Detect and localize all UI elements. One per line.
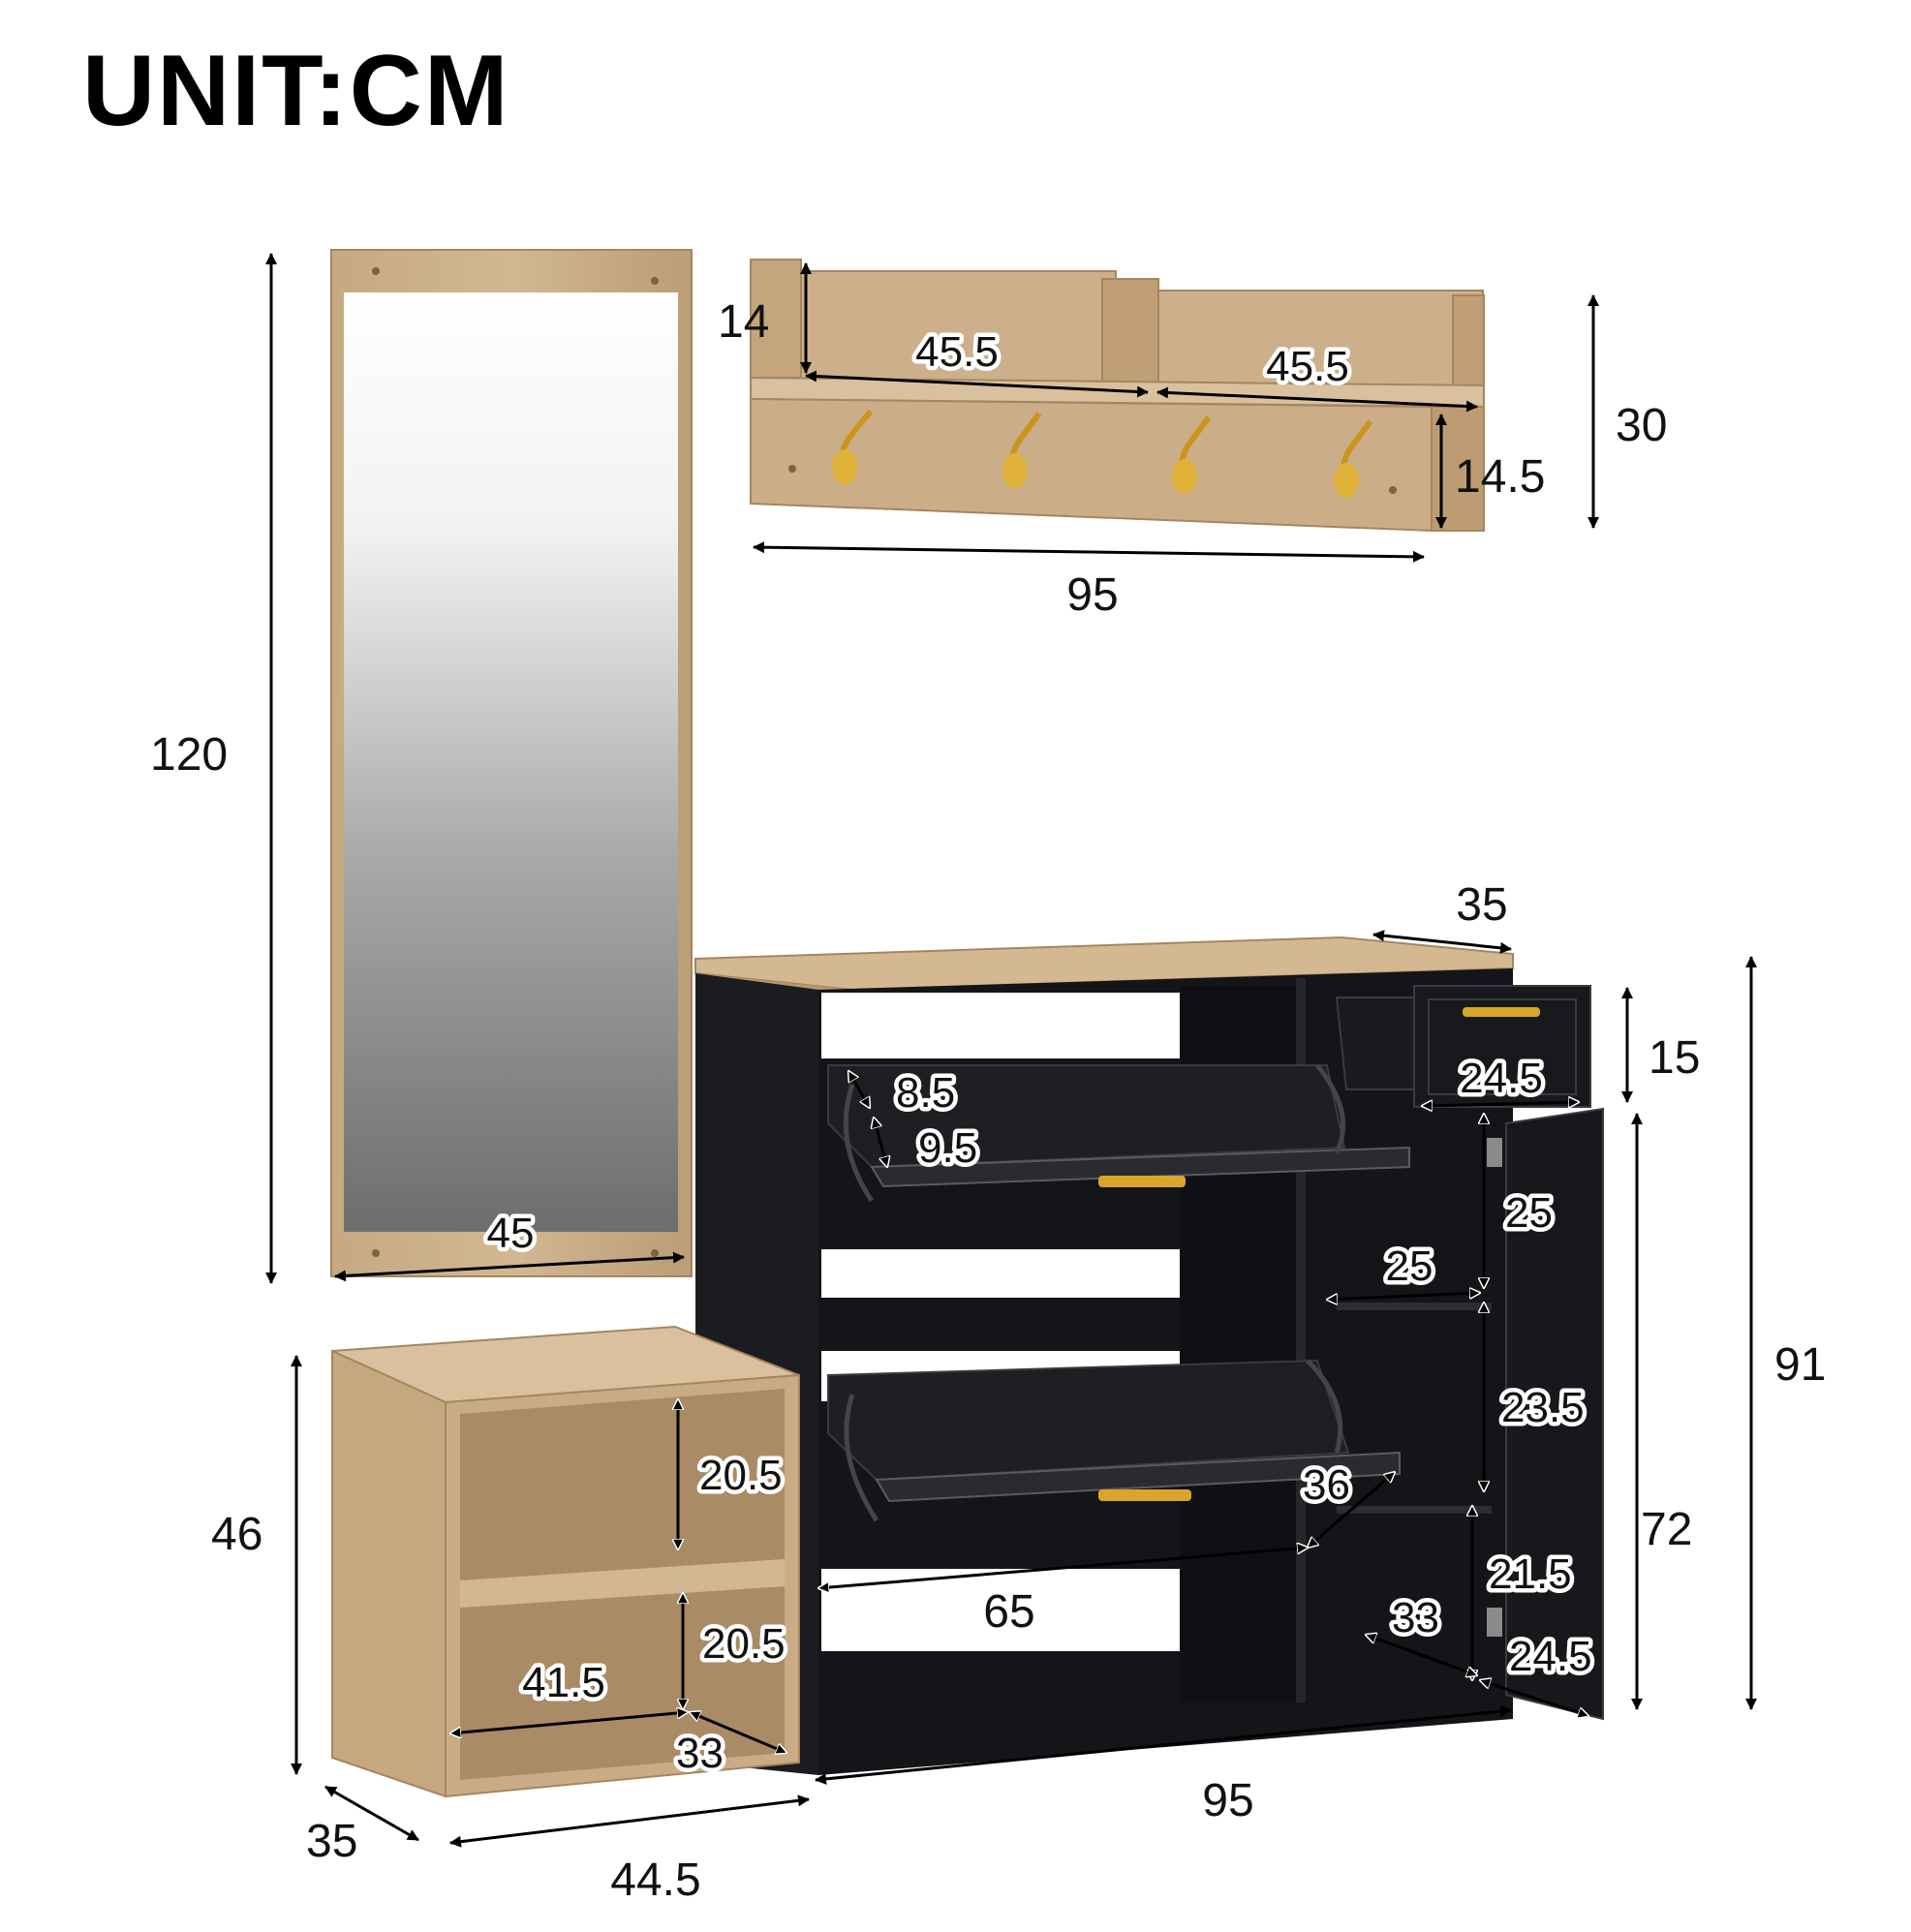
dim-flap-upper: 8.5	[896, 1069, 955, 1117]
dim-cabinet-width: 95	[1202, 1775, 1253, 1826]
dim-bench-width: 44.5	[610, 1855, 700, 1906]
coat-hook	[1334, 419, 1373, 498]
dim-shelf-right-width: 45.5	[1266, 343, 1349, 390]
dim-compartment-width: 25	[1386, 1242, 1433, 1290]
dim-bench-inner-width: 41.5	[522, 1659, 605, 1706]
dim-drawer-height: 15	[1649, 1032, 1700, 1084]
dim-flap-lower: 9.5	[918, 1124, 977, 1172]
dim-shoe-rack-width: 65	[983, 1586, 1034, 1638]
dim-bench-depth: 35	[306, 1816, 357, 1867]
dim-compartment-height-1: 25	[1505, 1189, 1553, 1237]
unit-title: UNIT:CM	[82, 35, 510, 147]
coat-hook	[1172, 415, 1212, 494]
dim-bench-shelf-upper: 20.5	[699, 1452, 783, 1499]
wall-mirror	[330, 249, 693, 1277]
wall-shelf-with-hooks	[750, 259, 1485, 533]
dim-door-width: 24.5	[1509, 1633, 1592, 1680]
dim-inner-depth: 33	[1392, 1594, 1439, 1641]
dimension-labels: 120 45 14 45.5 45.5 30 14.5 95 35 15 24.…	[150, 296, 1826, 1906]
dim-compartment-height-3: 21.5	[1489, 1550, 1572, 1598]
dim-shelf-depth: 14	[718, 296, 769, 348]
dim-flap-depth: 36	[1303, 1461, 1350, 1509]
dim-compartment-height-2: 23.5	[1501, 1384, 1585, 1431]
dimension-arrows	[265, 253, 1757, 1848]
dim-bench-shelf-lower: 20.5	[702, 1620, 786, 1668]
dim-shelf-left-width: 45.5	[915, 328, 999, 376]
storage-bench	[331, 1325, 800, 1798]
coat-hook	[832, 409, 874, 484]
dim-bench-inner-depth: 33	[676, 1730, 724, 1777]
dim-bench-height: 46	[211, 1509, 262, 1560]
dim-shelf-total-height: 30	[1616, 400, 1667, 451]
dim-shelf-total-width: 95	[1066, 569, 1118, 621]
dim-shelf-hook-height: 14.5	[1455, 451, 1545, 503]
dim-cabinet-height: 91	[1774, 1339, 1826, 1391]
dim-mirror-width: 45	[487, 1210, 535, 1257]
dim-drawer-width: 24.5	[1460, 1055, 1543, 1102]
coat-hook	[1002, 412, 1042, 488]
dim-door-height: 72	[1641, 1504, 1692, 1555]
dim-cabinet-top-depth: 35	[1456, 879, 1507, 931]
dim-mirror-height: 120	[150, 729, 228, 781]
